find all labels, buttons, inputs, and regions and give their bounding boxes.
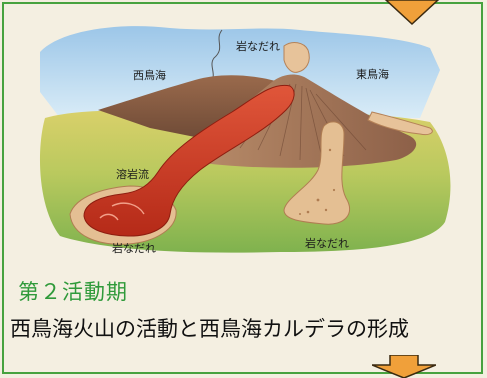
rockslide-top-shape bbox=[284, 43, 309, 73]
label-rockslide-top: 岩なだれ bbox=[236, 38, 280, 54]
period-title: 第２活動期 bbox=[18, 276, 128, 306]
label-west-sea: 西鳥海 bbox=[133, 67, 166, 83]
arrow-down-top-icon bbox=[382, 0, 442, 26]
label-lava-flow: 溶岩流 bbox=[116, 166, 149, 182]
arrow-down-bottom-icon bbox=[372, 355, 436, 378]
label-rockslide-left: 岩なだれ bbox=[112, 240, 156, 256]
label-east-sea: 東鳥海 bbox=[356, 66, 389, 82]
label-rockslide-right: 岩なだれ bbox=[305, 235, 349, 251]
figure-caption: 西鳥海火山の活動と西鳥海カルデラの形成 bbox=[10, 313, 409, 343]
